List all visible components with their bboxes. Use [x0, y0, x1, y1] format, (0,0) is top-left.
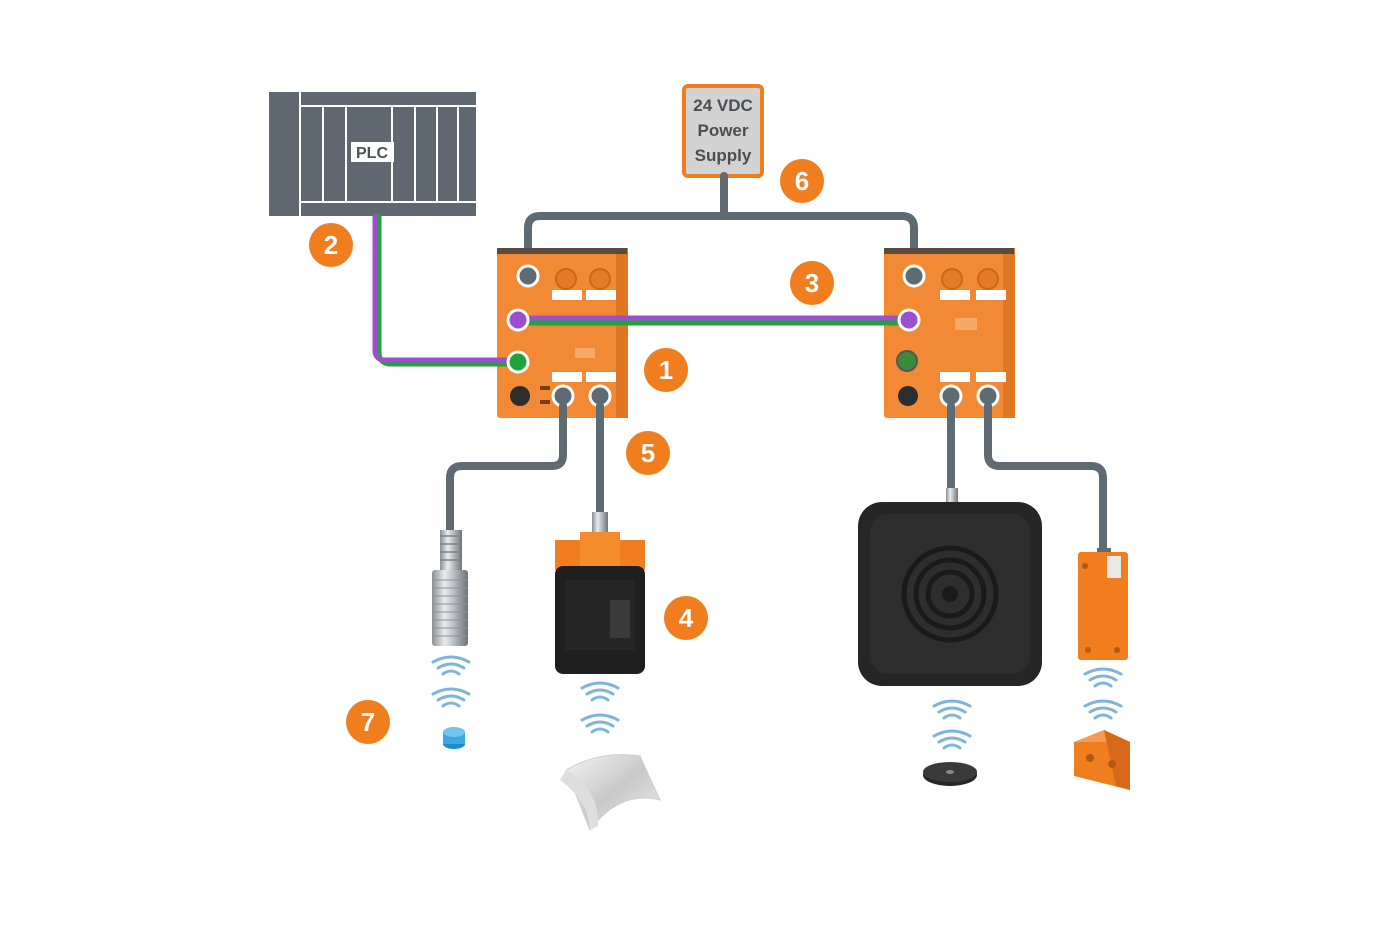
rfid-reader-icon: [555, 512, 645, 674]
ethernet-cable-plc: [372, 213, 521, 367]
rfid-tag-icon: [560, 754, 661, 832]
callout-7-number: 7: [361, 707, 375, 737]
sensor-cables: [446, 402, 1107, 554]
power-supply-line-2: Power: [697, 121, 748, 140]
callout-2: 2: [309, 223, 353, 267]
io-link-master-left: [497, 248, 628, 418]
callout-3-number: 3: [805, 268, 819, 298]
ethernet-cable-daisy-chain: [515, 315, 912, 326]
target-orange-bracket: [1074, 730, 1130, 790]
callout-3: 3: [790, 261, 834, 305]
power-supply-line-3: Supply: [695, 146, 752, 165]
callout-4: 4: [664, 596, 708, 640]
target-blue-cylinder: [443, 727, 465, 749]
callout-4-number: 4: [679, 603, 694, 633]
power-supply-box: 24 VDC Power Supply: [682, 84, 764, 178]
callout-1: 1: [644, 348, 688, 392]
rfid-disc-tag: [923, 762, 977, 786]
callout-5: 5: [626, 431, 670, 475]
connector-plugs: [506, 264, 1000, 408]
inductive-sensor-icon: [432, 530, 468, 646]
callout-2-number: 2: [324, 230, 338, 260]
io-link-master-right: [884, 248, 1015, 418]
callout-7: 7: [346, 700, 390, 744]
plc-rack-icon: PLC: [269, 92, 476, 216]
power-cable: [524, 172, 918, 280]
callout-5-number: 5: [641, 438, 655, 468]
callout-6: 6: [780, 159, 824, 203]
power-supply-line-1: 24 VDC: [693, 96, 753, 115]
proximity-switch-icon: [1078, 548, 1128, 660]
callout-1-number: 1: [659, 355, 673, 385]
rfid-antenna-icon: [858, 488, 1042, 686]
callout-6-number: 6: [795, 166, 809, 196]
plc-label: PLC: [356, 145, 388, 162]
